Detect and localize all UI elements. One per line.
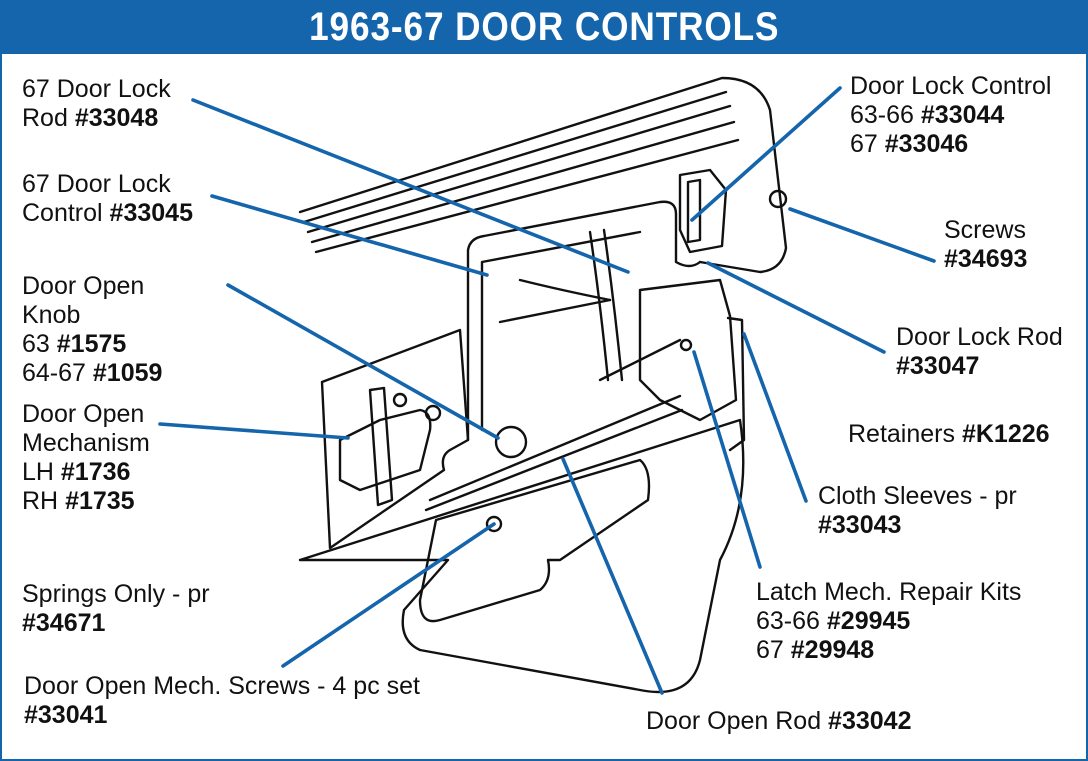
callout-text: Door Open Rod <box>646 707 829 735</box>
channel-ridge-1 <box>302 90 728 224</box>
callout-text: Door Lock Control <box>850 72 1052 100</box>
washer-1 <box>424 404 442 422</box>
callout-text: 63-66 <box>756 607 827 635</box>
leader-door-open-knob <box>226 283 500 440</box>
callout-text: Rod <box>22 104 75 132</box>
washer-2 <box>392 392 408 408</box>
part-number: #1736 <box>60 458 131 486</box>
leader-door-lock-control <box>690 86 842 222</box>
channel-ridge-2 <box>306 104 732 234</box>
leader-door-open-rod <box>561 457 664 695</box>
callout-latch-mech-repair-kits: Latch Mech. Repair Kits 63-66 #29945 67 … <box>756 578 1021 665</box>
part-number: #1059 <box>92 359 163 387</box>
callout-67-door-lock-control: 67 Door Lock Control #33045 <box>22 170 193 228</box>
part-number: #29945 <box>826 607 911 635</box>
part-number: #1735 <box>65 487 135 515</box>
lock-rod-2 <box>518 278 612 302</box>
part-number: #33047 <box>896 352 980 380</box>
leader-screws <box>788 207 936 263</box>
part-number: #29948 <box>790 636 875 664</box>
callout-door-open-knob: Door Open Knob 63 #1575 64-67 #1059 <box>22 272 162 388</box>
lock-control-bracket <box>678 168 728 254</box>
part-number: #33048 <box>74 104 159 132</box>
callout-door-lock-control: Door Lock Control 63-66 #33044 67 #33046 <box>850 72 1051 159</box>
callout-text: Door Open <box>22 400 145 428</box>
part-number: #33041 <box>24 701 108 729</box>
callout-text: Door Open Mech. Screws - 4 pc set <box>24 672 420 700</box>
part-number: #33046 <box>884 130 969 158</box>
callout-text: Cloth Sleeves - pr <box>818 482 1017 510</box>
title-bar: 1963-67 DOOR CONTROLS <box>0 0 1088 54</box>
leader-67-door-lock-control <box>210 194 489 277</box>
window-channel <box>298 76 788 274</box>
callout-text: Mechanism <box>22 429 150 457</box>
channel-ridge-3 <box>310 120 736 244</box>
callout-text: Retainers <box>848 420 962 448</box>
leader-67-door-lock-rod <box>191 98 630 274</box>
callout-text: 67 <box>756 636 791 664</box>
callout-text: Knob <box>22 301 81 329</box>
glass-run-2 <box>602 228 624 382</box>
channel-ridge-4 <box>314 138 740 254</box>
leader-door-lock-rod <box>706 261 886 354</box>
callout-text: 67 <box>850 130 885 158</box>
callout-text: Springs Only - pr <box>22 580 210 608</box>
leader-door-open-mechanism <box>158 422 350 440</box>
callout-retainers: Retainers #K1226 <box>848 420 1050 449</box>
callout-text: LH <box>22 458 61 486</box>
callout-text: 67 Door Lock <box>22 170 171 198</box>
callout-door-open-mechanism: Door Open Mechanism LH #1736 RH #1735 <box>22 400 150 516</box>
lock-control-slot <box>686 178 702 244</box>
callout-screws: Screws #34693 <box>944 216 1027 274</box>
diagram-title: 1963-67 DOOR CONTROLS <box>308 4 780 49</box>
inner-rod <box>598 338 682 382</box>
lock-screw <box>768 189 788 209</box>
callout-text: 63-66 <box>850 101 921 129</box>
part-number: #33045 <box>109 199 193 227</box>
lock-rod <box>498 298 612 324</box>
callout-text: RH <box>22 487 66 515</box>
door-lower-body <box>298 418 745 694</box>
callout-cloth-sleeves: Cloth Sleeves - pr #33043 <box>818 482 1017 540</box>
part-number: #34671 <box>22 609 106 637</box>
callout-door-lock-rod: Door Lock Rod #33047 <box>896 323 1063 381</box>
retainer-1 <box>679 338 693 352</box>
callout-text: Latch Mech. Repair Kits <box>756 578 1022 606</box>
part-number: #33043 <box>818 511 902 539</box>
open-mechanism-arm <box>368 386 394 507</box>
door-outer-shell <box>320 328 470 550</box>
part-number: #34693 <box>944 245 1028 273</box>
part-number: #33042 <box>828 707 912 735</box>
callout-text: Control <box>22 199 110 227</box>
part-number: #K1226 <box>961 420 1050 448</box>
door-open-rod-2 <box>424 408 684 512</box>
callout-springs-only: Springs Only - pr #34671 <box>22 580 210 638</box>
screw-knob <box>494 425 528 459</box>
callout-door-open-mech-screws: Door Open Mech. Screws - 4 pc set #33041 <box>24 672 420 730</box>
leader-door-open-mech-screws <box>281 522 496 668</box>
callout-text: 63 <box>22 330 57 358</box>
mech-screw <box>485 515 503 533</box>
latch-edge <box>726 316 746 452</box>
callout-67-door-lock-rod: 67 Door Lock Rod #33048 <box>22 75 171 133</box>
callout-door-open-rod: Door Open Rod #33042 <box>646 707 911 736</box>
callout-text: Screws <box>944 216 1026 244</box>
callout-text: 64-67 <box>22 359 93 387</box>
callout-text: 67 Door Lock <box>22 75 171 103</box>
leader-latch-mech-repair-kits <box>692 350 762 569</box>
lower-recess <box>418 458 651 623</box>
part-number: #33044 <box>920 101 1005 129</box>
door-open-rod <box>428 394 682 502</box>
leader-cloth-sleeves <box>742 332 808 503</box>
callout-text: Door Open <box>22 272 145 300</box>
upper-panel-opening <box>466 200 702 442</box>
latch-plate <box>638 278 738 422</box>
upper-panel-inner <box>480 230 642 432</box>
part-number: #1575 <box>56 330 127 358</box>
callout-text: Door Lock Rod <box>896 323 1063 351</box>
